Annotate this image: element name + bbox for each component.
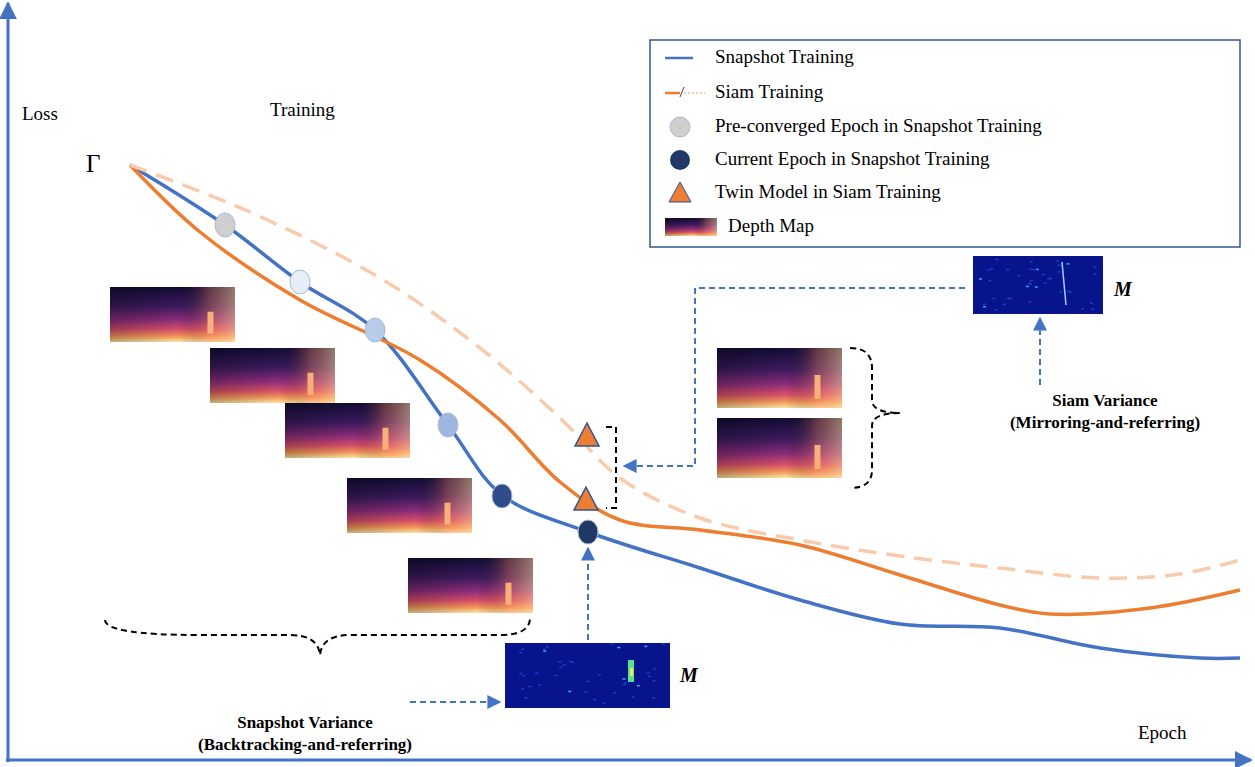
snapshot-brace: [105, 618, 530, 655]
depth-map: [347, 478, 472, 533]
epoch-dot: [492, 484, 512, 508]
legend-label: Siam Training: [715, 82, 823, 103]
legend-label: Current Epoch in Snapshot Training: [715, 149, 989, 170]
axis-label: Loss: [22, 104, 58, 125]
depth-map: [285, 403, 410, 458]
error-map: [973, 256, 1103, 314]
epoch-dot: [578, 520, 598, 544]
epoch-dot: [365, 318, 385, 342]
twin-triangle: [575, 423, 599, 446]
matrix-label: M: [680, 664, 698, 686]
x-axis: [6, 759, 1251, 762]
y-axis: [7, 3, 10, 762]
axis-label: Training: [270, 100, 335, 121]
variance-subtitle: (Mirroring-and-referring): [1010, 414, 1200, 433]
leader-arrow: [624, 288, 965, 466]
epoch-dot: [438, 413, 458, 437]
variance-subtitle: (Backtracking-and-referring): [198, 736, 412, 755]
legend-label: Depth Map: [728, 216, 814, 237]
legend-box: [650, 40, 1240, 247]
legend-label: Pre-converged Epoch in Snapshot Training: [715, 116, 1042, 137]
matrix-label: M: [1114, 278, 1132, 300]
depth-map: [717, 418, 842, 478]
symbol-label: Γ: [86, 150, 100, 178]
axis-label: Epoch: [1138, 723, 1187, 744]
depth-map: [717, 348, 842, 408]
leader-arrow: [410, 701, 500, 703]
epoch-dot: [215, 213, 235, 237]
legend-samples: [665, 58, 717, 236]
leader-arrow: [1039, 318, 1041, 385]
twin-triangle: [574, 487, 598, 510]
error-map: [505, 643, 670, 708]
siam-brace: [850, 348, 900, 488]
leader-arrow: [587, 548, 589, 640]
twin-bracket: [606, 427, 616, 508]
legend-label: Snapshot Training: [715, 47, 854, 68]
depth-map: [210, 348, 335, 403]
variance-title: Siam Variance: [1052, 392, 1157, 411]
variance-title: Snapshot Variance: [237, 714, 373, 733]
depth-map: [408, 558, 533, 613]
legend-label: Twin Model in Siam Training: [715, 182, 941, 203]
depth-map: [110, 287, 235, 342]
epoch-dot: [290, 270, 310, 294]
